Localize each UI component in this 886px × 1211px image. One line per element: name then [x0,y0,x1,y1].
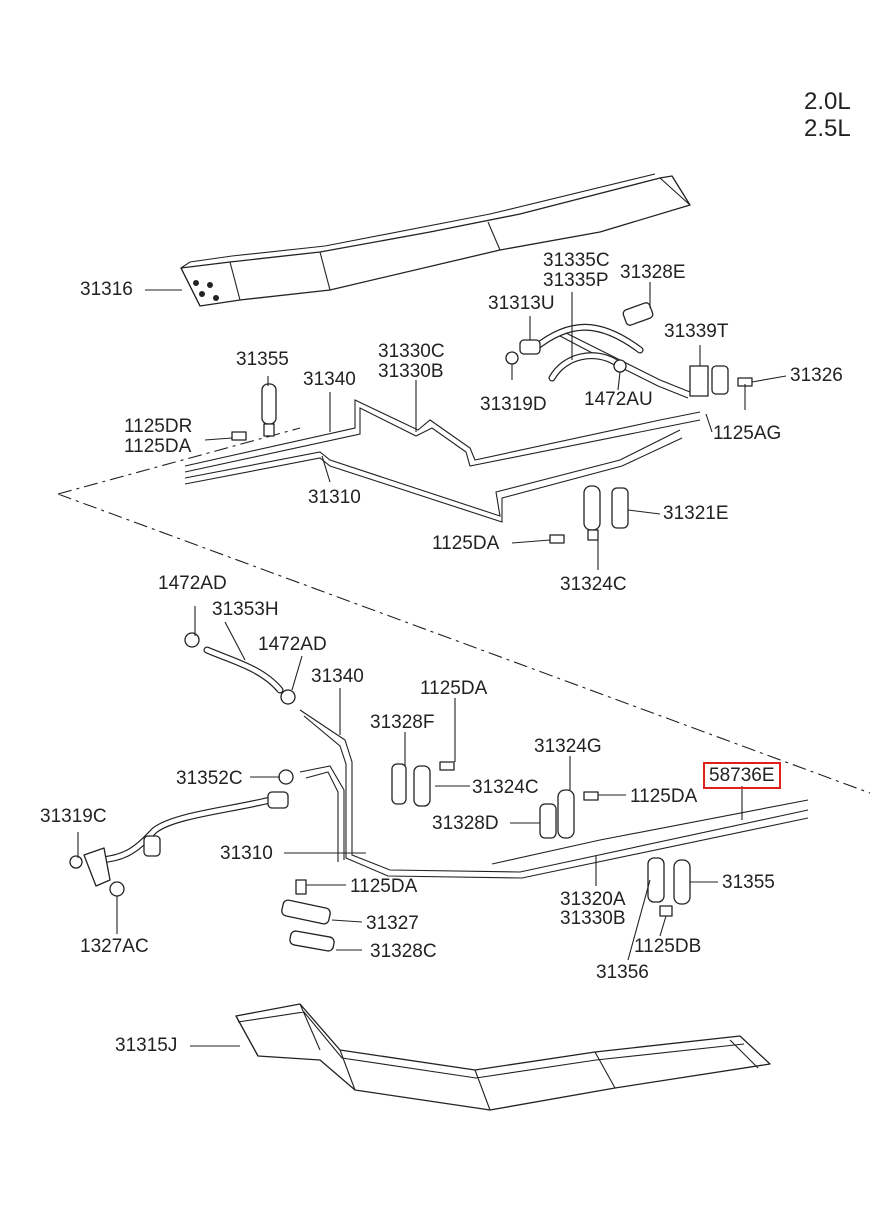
part-label-31319d[interactable]: 31319D [480,394,547,415]
part-label-1125da[interactable]: 1125DA [432,533,500,554]
part-label-31310[interactable]: 31310 [308,487,361,508]
lower-frame-rail [190,1003,771,1111]
part-label-31328c[interactable]: 31328C [370,941,437,962]
part-label-31335p[interactable]: 31335P [543,270,609,291]
upper-leader-lines [145,282,787,570]
upper-hose-31335 [531,323,644,382]
part-label-31321e[interactable]: 31321E [663,503,729,524]
part-label-1472ad[interactable]: 1472AD [158,573,227,594]
part-label-31330c[interactable]: 31330C [378,341,445,362]
engine-label-2-5: 2.5L [804,115,851,142]
part-label-1327ac[interactable]: 1327AC [80,936,149,957]
part-label-31326[interactable]: 31326 [790,365,843,386]
part-label-1125db[interactable]: 1125DB [634,936,702,957]
part-label-31328d[interactable]: 31328D [432,813,499,834]
part-label-1125da[interactable]: 1125DA [124,436,192,457]
lower-leader-lines [77,606,743,961]
part-label-31353h[interactable]: 31353H [212,599,279,620]
lower-lines [299,709,809,879]
part-label-31310[interactable]: 31310 [220,843,273,864]
lower-hose-31353H [184,632,296,705]
part-label-31315j[interactable]: 31315J [115,1035,178,1056]
part-label-1125da[interactable]: 1125DA [420,678,488,699]
part-label-31352c[interactable]: 31352C [176,768,243,789]
part-label-31356[interactable]: 31356 [596,962,649,983]
lower-clamps [281,761,691,952]
part-label-31330b[interactable]: 31330B [560,908,626,929]
part-label-1125da[interactable]: 1125DA [350,876,418,897]
part-label-31319c[interactable]: 31319C [40,806,107,827]
part-label-1472au[interactable]: 1472AU [584,389,653,410]
part-label-1125ag[interactable]: 1125AG [713,423,782,444]
part-label-1125da[interactable]: 1125DA [630,786,698,807]
upper-clamps [231,302,753,544]
upper-frame-rail [180,173,691,307]
part-label-31328f[interactable]: 31328F [370,712,435,733]
part-label-31316[interactable]: 31316 [80,279,133,300]
part-label-31340[interactable]: 31340 [303,369,356,390]
part-label-31330b[interactable]: 31330B [378,361,444,382]
dashed-plane-outline [57,427,871,794]
part-label-31355[interactable]: 31355 [722,872,775,893]
upper-fuel-lines [184,329,701,523]
part-label-31313u[interactable]: 31313U [488,293,555,314]
part-label-58736e-highlighted[interactable]: 58736E [703,762,781,789]
part-label-31340[interactable]: 31340 [311,666,364,687]
part-label-31327[interactable]: 31327 [366,913,419,934]
part-label-31324c[interactable]: 31324C [472,777,539,798]
part-label-31339t[interactable]: 31339T [664,321,729,342]
part-label-1125dr[interactable]: 1125DR [124,416,193,437]
part-label-1472ad[interactable]: 1472AD [258,634,327,655]
part-label-31320a[interactable]: 31320A [560,889,626,910]
part-label-31355[interactable]: 31355 [236,349,289,370]
part-label-31324g[interactable]: 31324G [534,736,602,757]
part-label-31328e[interactable]: 31328E [620,262,686,283]
lower-hose-31319C [69,769,294,897]
part-label-31324c[interactable]: 31324C [560,574,627,595]
engine-label-2-0: 2.0L [804,88,851,115]
part-label-31335c[interactable]: 31335C [543,250,610,271]
